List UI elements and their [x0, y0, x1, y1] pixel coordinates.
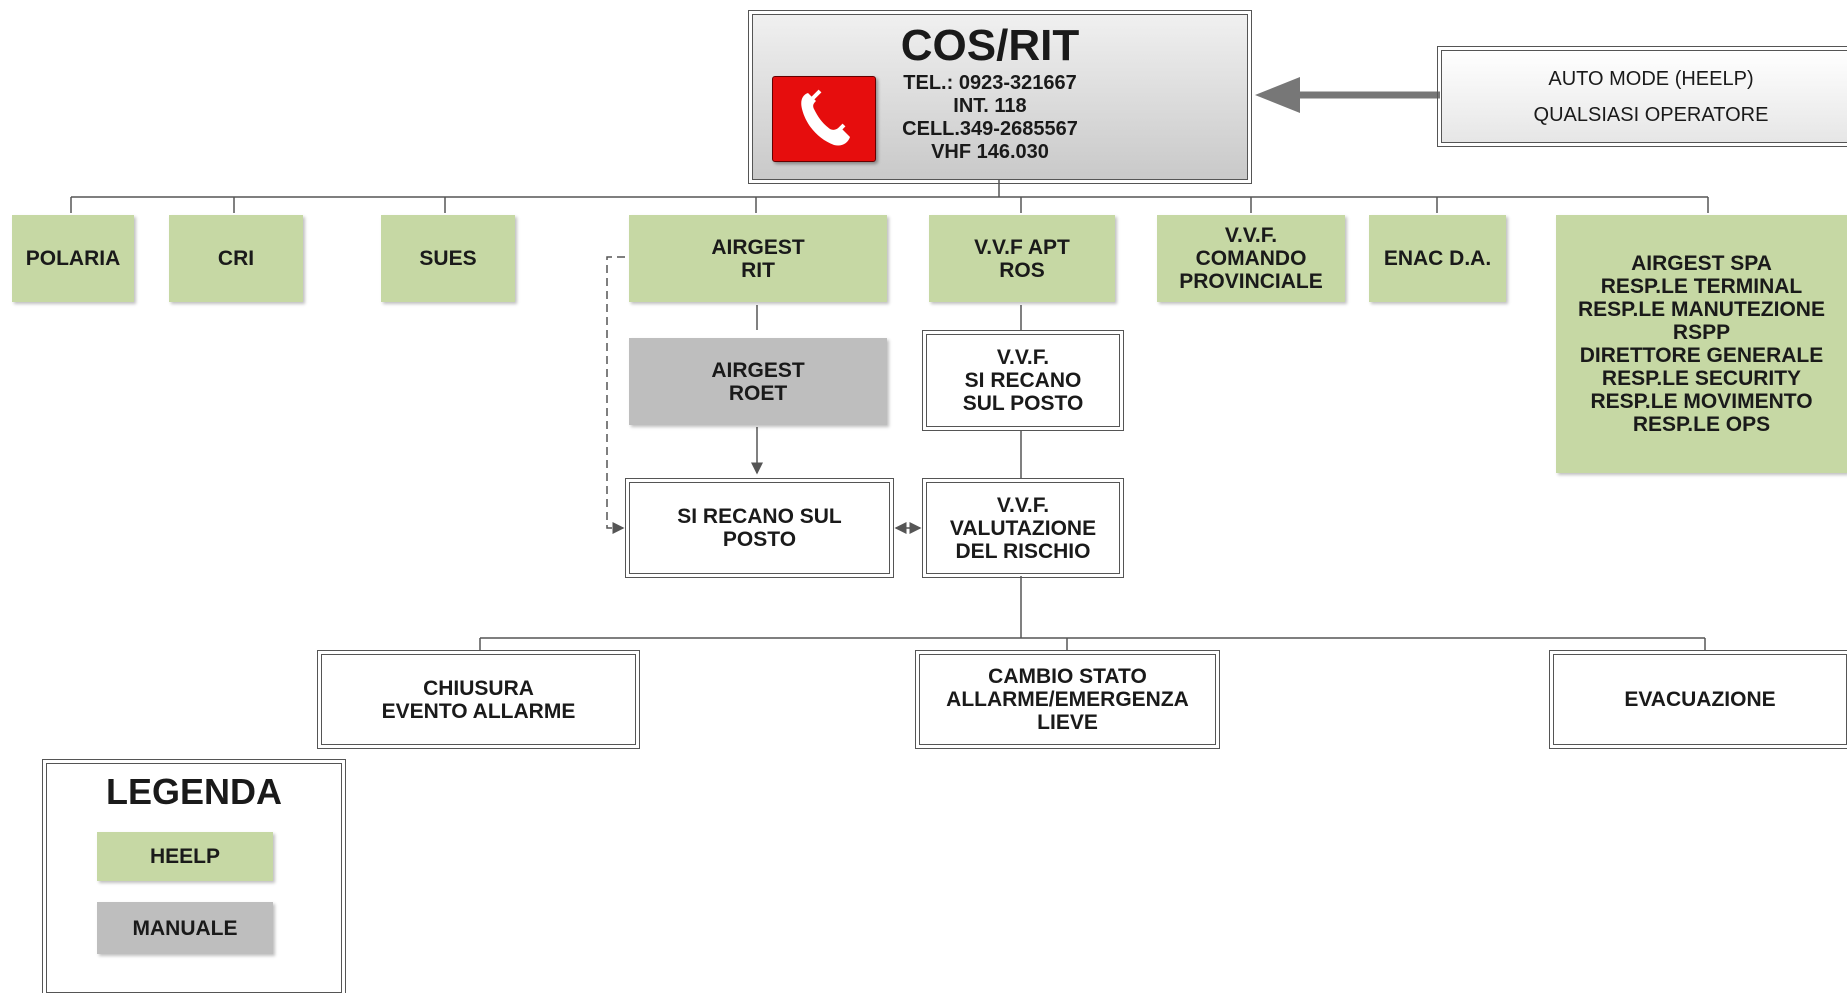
vvf-comando-node: V.V.F. COMANDO PROVINCIALE: [1157, 215, 1345, 302]
auto-mode-line2: QUALSIASI OPERATORE: [1533, 103, 1769, 126]
vvf-valutazione-line2: VALUTAZIONE: [949, 516, 1097, 540]
airgest-spa-line4: RSPP: [1672, 321, 1731, 344]
legend-heelp-label: HEELP: [149, 845, 220, 868]
cambio-stato-line3: LIEVE: [1037, 711, 1098, 734]
legend-title: LEGENDA: [105, 771, 282, 812]
airgest-spa-line1: AIRGEST SPA: [1631, 252, 1772, 275]
cri-label: CRI: [217, 247, 255, 270]
vvf-apt-ros-line2: ROS: [999, 258, 1045, 282]
vvf-comando-line3: PROVINCIALE: [1179, 270, 1323, 293]
vvf-valutazione-node: V.V.F. VALUTAZIONE DEL RISCHIO: [922, 478, 1124, 578]
cambio-stato-line2: ALLARME/EMERGENZA: [946, 688, 1189, 711]
vvf-si-recano-line2: SI RECANO: [964, 369, 1082, 392]
polaria-node: POLARIA: [12, 215, 134, 302]
legend-manuale-label: MANUALE: [132, 916, 238, 940]
airgest-spa-node: AIRGEST SPA RESP.LE TERMINAL RESP.LE MAN…: [1556, 215, 1847, 473]
airgest-spa-line3: RESP.LE MANUTEZIONE: [1578, 298, 1825, 321]
airgest-roet-node: AIRGEST ROET: [629, 338, 887, 425]
chiusura-node: CHIUSURA EVENTO ALLARME: [317, 650, 640, 749]
si-recano-sul-posto-node: SI RECANO SUL POSTO: [625, 478, 894, 578]
chiusura-line2: EVENTO ALLARME: [381, 699, 576, 723]
cos-rit-cell: CELL.349-2685567: [902, 118, 1078, 140]
polaria-label: POLARIA: [25, 247, 121, 270]
vvf-si-recano-line3: SUL POSTO: [962, 392, 1084, 415]
sues-label: SUES: [419, 247, 477, 270]
airgest-spa-line6: RESP.LE SECURITY: [1601, 367, 1802, 390]
si-recano-line1: SI RECANO SUL: [677, 505, 842, 528]
chiusura-line1: CHIUSURA: [423, 676, 534, 700]
legend-heelp: HEELP: [97, 832, 273, 881]
cos-rit-contacts: TEL.: 0923-321667 INT. 118 CELL.349-2685…: [880, 72, 1100, 164]
legend: LEGENDA HEELP MANUALE: [42, 759, 346, 993]
auto-mode-node: AUTO MODE (HEELP) QUALSIASI OPERATORE: [1437, 46, 1847, 147]
airgest-rit-line2: RIT: [741, 258, 775, 282]
airgest-spa-line8: RESP.LE OPS: [1632, 413, 1771, 436]
legend-manuale: MANUALE: [97, 902, 273, 954]
sues-node: SUES: [381, 215, 515, 302]
cos-rit-tel: TEL.: 0923-321667: [903, 72, 1077, 94]
evacuazione-label: EVACUAZIONE: [1624, 688, 1776, 711]
cos-rit-vhf: VHF 146.030: [931, 141, 1049, 163]
cos-rit-title: COS/RIT: [900, 21, 1080, 70]
airgest-spa-line2: RESP.LE TERMINAL: [1600, 275, 1803, 298]
auto-mode-arrow: [1255, 77, 1440, 113]
airgest-rit-node: AIRGEST RIT: [629, 215, 887, 302]
cambio-stato-node: CAMBIO STATO ALLARME/EMERGENZA LIEVE: [915, 650, 1220, 749]
airgest-spa-line7: RESP.LE MOVIMENTO: [1590, 390, 1813, 413]
vvf-apt-ros-node: V.V.F APT ROS: [929, 215, 1115, 302]
airgest-roet-line1: AIRGEST: [711, 358, 805, 382]
airgest-spa-line5: DIRETTORE GENERALE: [1579, 344, 1824, 367]
vvf-valutazione-line3: DEL RISCHIO: [955, 539, 1091, 563]
vvf-si-recano-node: V.V.F. SI RECANO SUL POSTO: [922, 330, 1124, 431]
airgest-rit-line1: AIRGEST: [711, 235, 805, 259]
phone-icon: [772, 76, 876, 162]
vvf-comando-line1: V.V.F.: [1224, 224, 1278, 247]
enac-node: ENAC D.A.: [1369, 215, 1506, 302]
vvf-comando-line2: COMANDO: [1195, 247, 1307, 270]
cos-rit-int: INT. 118: [953, 95, 1027, 117]
cambio-stato-line1: CAMBIO STATO: [988, 665, 1147, 688]
vvf-si-recano-line1: V.V.F.: [996, 346, 1050, 369]
vvf-apt-ros-line1: V.V.F APT: [974, 235, 1070, 259]
auto-mode-line1: AUTO MODE (HEELP): [1548, 67, 1754, 90]
airgest-roet-line2: ROET: [728, 381, 788, 405]
evacuazione-node: EVACUAZIONE: [1549, 650, 1847, 749]
cri-node: CRI: [169, 215, 303, 302]
enac-label: ENAC D.A.: [1383, 247, 1492, 270]
si-recano-line2: POSTO: [722, 528, 797, 551]
vvf-valutazione-line1: V.V.F.: [996, 493, 1050, 517]
